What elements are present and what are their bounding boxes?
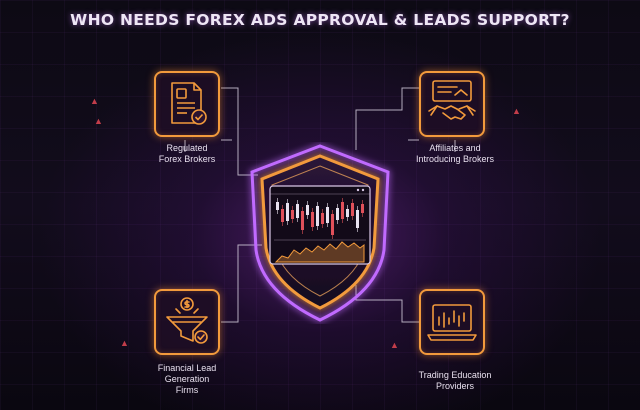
card-affiliates — [419, 71, 485, 137]
connector-education — [355, 285, 419, 323]
candle-body — [291, 210, 294, 219]
candle-body — [326, 207, 329, 223]
warning-triangle-icon: ▲ — [94, 116, 103, 126]
candle-body — [276, 202, 279, 210]
candle-body — [311, 212, 314, 227]
card-lead-firms — [154, 289, 220, 355]
area-chart — [274, 241, 365, 263]
candle-body — [321, 213, 324, 224]
card-education — [419, 289, 485, 355]
candle-body — [286, 203, 289, 221]
page-title: WHO NEEDS FOREX ADS APPROVAL & LEADS SUP… — [70, 11, 570, 29]
card-brokers — [154, 71, 220, 137]
candle-body — [336, 208, 339, 220]
warning-triangle-icon: ▲ — [390, 340, 399, 350]
candle-body — [361, 204, 364, 213]
handshake-icon — [428, 80, 476, 120]
connector-affiliates — [355, 87, 419, 150]
candle-body — [296, 204, 299, 218]
connector-brokers — [221, 87, 258, 176]
candle-body — [356, 210, 359, 228]
candle-body — [351, 203, 354, 216]
label-lead-firms: Financial Lead Generation Firms — [157, 363, 217, 395]
candle-body — [341, 202, 344, 219]
candle-body — [346, 209, 349, 217]
shield-chart-icon — [250, 144, 390, 322]
candle-body — [331, 214, 334, 235]
warning-triangle-icon: ▲ — [90, 96, 99, 106]
document-badge-icon — [171, 82, 207, 125]
candle-body — [306, 205, 309, 215]
connector-stub-right — [408, 139, 456, 152]
label-brokers: Regulated Forex Brokers — [158, 143, 216, 164]
candlestick-chart — [276, 198, 364, 239]
label-education: Trading Education Providers — [418, 370, 492, 391]
warning-triangle-icon: ▲ — [120, 338, 129, 348]
candle-body — [316, 206, 319, 226]
laptop-chart-icon — [427, 304, 477, 341]
warning-triangle-icon: ▲ — [512, 106, 521, 116]
connector-stub-left — [184, 139, 232, 152]
connector-lead-firms — [221, 244, 262, 323]
candle-body — [301, 211, 304, 230]
funnel-dollar-icon — [166, 297, 208, 344]
label-affiliates: Affiliates and Introducing Brokers — [415, 143, 495, 164]
candle-body — [281, 209, 284, 222]
